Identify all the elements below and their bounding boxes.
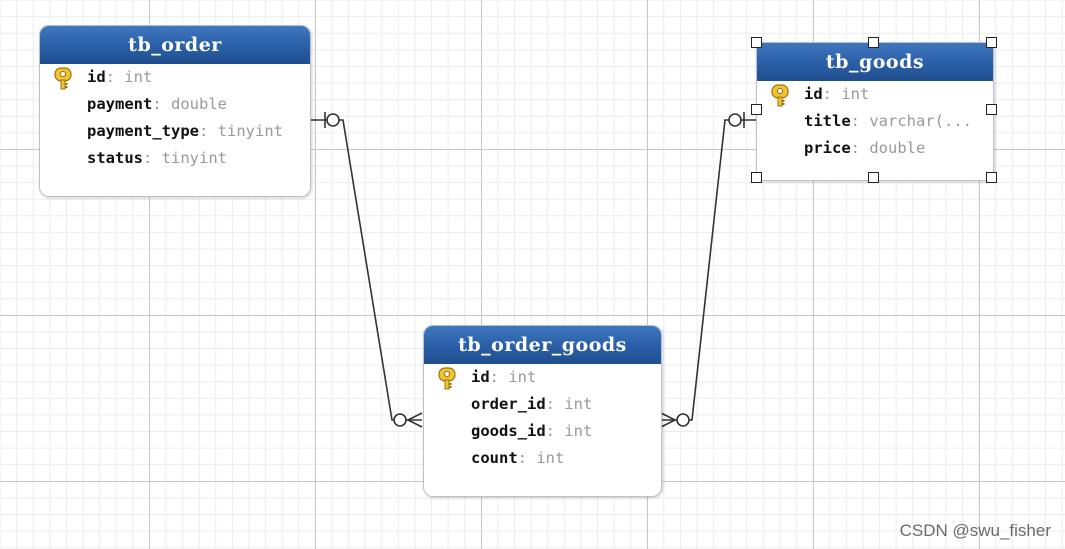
column-name: title	[804, 112, 851, 130]
resize-handle-bottom-right[interactable]	[986, 172, 997, 183]
column-name: price	[804, 139, 851, 157]
primary-key-icon	[771, 84, 789, 107]
column-type: double	[869, 139, 926, 157]
column-name: goods_id	[471, 422, 546, 440]
resize-handle-top-right[interactable]	[986, 37, 997, 48]
column-separator: :	[545, 422, 565, 440]
resize-handle-bottom-left[interactable]	[751, 172, 762, 183]
column-separator: :	[850, 139, 870, 157]
column-separator: :	[198, 122, 218, 140]
column-name: order_id	[471, 395, 546, 413]
column-type: int	[124, 68, 153, 86]
watermark: CSDN @swu_fisher	[899, 521, 1051, 540]
column-list: id: int title: varchar(... price: double	[757, 81, 993, 162]
column-separator: :	[152, 95, 171, 113]
column-name: count	[471, 449, 518, 467]
column-type: double	[171, 95, 227, 113]
primary-key-icon	[438, 367, 456, 390]
column-row[interactable]: id: int	[40, 64, 310, 91]
entity-tb-order[interactable]: tb_order id: int payment: double payment…	[39, 25, 311, 197]
column-type: tinyint	[161, 149, 227, 167]
column-type: int	[564, 422, 593, 440]
column-type: int	[564, 395, 593, 413]
column-row[interactable]: title: varchar(...	[757, 108, 993, 135]
entity-title: tb_goods	[757, 43, 993, 81]
entity-title: tb_order_goods	[424, 326, 661, 364]
column-name: id	[87, 68, 106, 86]
relationship-goods-to-order-goods[interactable]	[660, 112, 756, 428]
column-separator: :	[850, 112, 870, 130]
column-name: payment	[87, 95, 153, 113]
column-type: int	[536, 449, 565, 467]
entity-tb-order-goods[interactable]: tb_order_goods id: int order_id: int goo…	[423, 325, 662, 497]
column-separator: :	[143, 149, 162, 167]
column-row[interactable]: count: int	[424, 445, 661, 472]
column-row[interactable]: payment_type: tinyint	[40, 118, 310, 145]
column-separator: :	[105, 68, 125, 86]
column-name: id	[804, 85, 823, 103]
relationship-order-to-order-goods[interactable]	[310, 112, 423, 428]
resize-handle-top-left[interactable]	[751, 37, 762, 48]
column-list: id: int order_id: int goods_id: int coun…	[424, 364, 661, 472]
resize-handle-top[interactable]	[868, 37, 879, 48]
column-type: tinyint	[217, 122, 283, 140]
column-type: int	[841, 85, 870, 103]
column-name: id	[471, 368, 490, 386]
primary-key-icon	[54, 67, 72, 90]
column-row[interactable]: id: int	[757, 81, 993, 108]
column-row[interactable]: payment: double	[40, 91, 310, 118]
resize-handle-right[interactable]	[986, 104, 997, 115]
column-row[interactable]: price: double	[757, 135, 993, 162]
column-row[interactable]: status: tinyint	[40, 145, 310, 172]
column-row[interactable]: id: int	[424, 364, 661, 391]
column-separator: :	[517, 449, 537, 467]
resize-handle-left[interactable]	[751, 104, 762, 115]
column-list: id: int payment: double payment_type: ti…	[40, 64, 310, 172]
column-separator: :	[822, 85, 842, 103]
resize-handle-bottom[interactable]	[868, 172, 879, 183]
entity-tb-goods[interactable]: tb_goods id: int title: varchar(... pric…	[756, 42, 994, 181]
column-type: int	[508, 368, 537, 386]
column-name: payment_type	[87, 122, 199, 140]
column-row[interactable]: order_id: int	[424, 391, 661, 418]
column-name: status	[87, 149, 143, 167]
column-row[interactable]: goods_id: int	[424, 418, 661, 445]
column-type: varchar(...	[869, 112, 972, 130]
entity-title: tb_order	[40, 26, 310, 64]
column-separator: :	[545, 395, 565, 413]
column-separator: :	[489, 368, 509, 386]
